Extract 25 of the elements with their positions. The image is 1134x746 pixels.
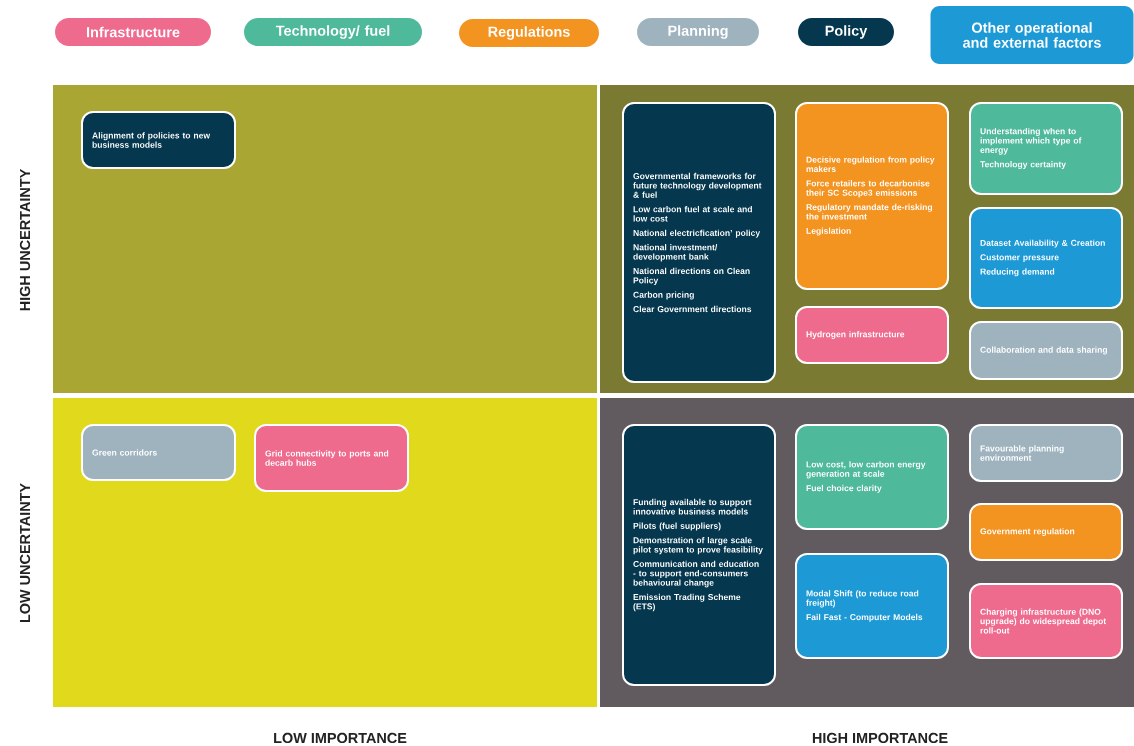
axis-label: HIGH IMPORTANCE: [812, 732, 948, 744]
card: Grid connectivity to ports and decarb hubs: [254, 424, 409, 492]
axis-label: HIGH UNCERTAINTY: [19, 168, 31, 311]
card: Funding available to support innovative business models Pilots (fuel suppliers) Demonstration of large scale pilot system to prove feasibility Communication and education - to support end-consumers behavioural change Emission Trading Scheme (ETS): [622, 424, 776, 686]
card: Favourable planning environment: [969, 424, 1123, 482]
card: Charging infrastructure (DNO upgrade) do widespread depot roll-out: [969, 583, 1123, 659]
card: Alignment of policies to new business models: [81, 111, 236, 169]
card: Low cost, low carbon energy generation at scale Fuel choice clarity: [795, 424, 949, 530]
axis-label: LOW UNCERTAINTY: [19, 483, 31, 623]
card: Collaboration and data sharing: [969, 321, 1123, 380]
card: Hydrogen infrastructure: [795, 306, 949, 364]
axis-label: LOW IMPORTANCE: [274, 732, 407, 744]
card: Green corridors: [81, 424, 236, 481]
legend-pill: Other operational and external factors: [930, 6, 1134, 64]
legend-pill: Regulations: [459, 19, 599, 47]
legend-pill: Policy: [798, 18, 894, 46]
legend-pill: Technology/ fuel: [244, 18, 422, 46]
card: Modal Shift (to reduce road freight) Fail Fast - Computer Models: [795, 553, 949, 659]
legend-pill: Planning: [637, 18, 759, 46]
legend-pill: Infrastructure: [55, 18, 211, 46]
card: Governmental frameworks for future technology development & fuel Low carbon fuel at scale and low cost National electricfication’ policy National investment/ development bank National directions on Clean Policy Carbon pricing Clear Government directions: [622, 102, 776, 383]
card: Decisive regulation from policy makers Force retailers to decarbonise their SC Scope3 emissions Regulatory mandate de-risking the investment Legislation: [795, 102, 949, 290]
card: Understanding when to implement which type of energy Technology certainty: [969, 102, 1123, 195]
card: Dataset Availability & Creation Customer pressure Reducing demand: [969, 207, 1123, 309]
card: Government regulation: [969, 503, 1123, 561]
